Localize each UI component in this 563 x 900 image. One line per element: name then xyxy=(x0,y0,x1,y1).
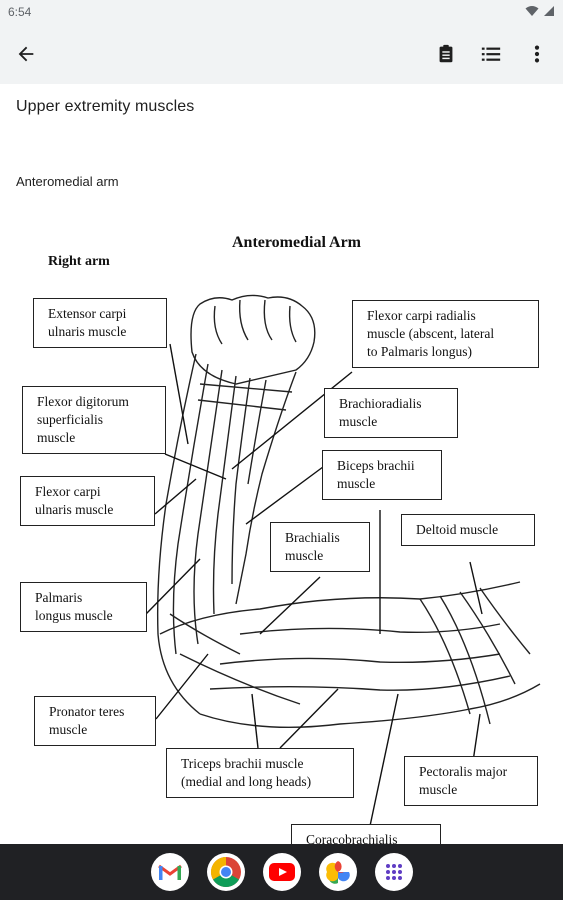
label-palmaris-longus: Palmaris longus muscle xyxy=(20,582,147,632)
gmail-icon xyxy=(157,864,182,880)
label-coracobrachialis: Coracobrachialis xyxy=(291,824,441,844)
document-title: Upper extremity muscles xyxy=(16,98,195,115)
back-button[interactable] xyxy=(6,34,46,74)
clipboard-button[interactable] xyxy=(426,34,466,74)
document-view[interactable]: Upper extremity muscles Anteromedial arm xyxy=(0,84,563,844)
list-button[interactable] xyxy=(471,34,511,74)
app-drawer-icon xyxy=(385,864,402,880)
section-title: Anteromedial arm xyxy=(16,174,119,189)
gmail-app[interactable] xyxy=(150,853,189,891)
chrome-app[interactable] xyxy=(206,853,245,891)
label-extensor-carpi-ulnaris: Extensor carpi ulnaris muscle xyxy=(33,298,167,348)
figure-title: Anteromedial Arm xyxy=(231,234,361,251)
figure-side-label: Right arm xyxy=(48,254,110,269)
label-pronator-teres: Pronator teres muscle xyxy=(34,696,156,746)
app-bar xyxy=(0,24,563,84)
label-brachialis: Brachialis muscle xyxy=(270,522,370,572)
label-flexor-carpi-radialis: Flexor carpi radialis muscle (abscent, l… xyxy=(352,300,539,368)
list-icon xyxy=(481,47,501,61)
label-triceps-brachii: Triceps brachii muscle (medial and long … xyxy=(166,748,354,798)
label-brachioradialis: Brachioradialis muscle xyxy=(324,388,458,438)
status-bar: 6:54 xyxy=(0,0,563,24)
wifi-icon xyxy=(525,6,539,16)
youtube-icon xyxy=(268,863,295,881)
label-pectoralis-major: Pectoralis major muscle xyxy=(404,756,538,806)
label-biceps-brachii: Biceps brachii muscle xyxy=(322,450,442,500)
photos-icon xyxy=(325,861,350,884)
more-vert-icon xyxy=(534,45,540,63)
chrome-icon xyxy=(210,857,241,888)
taskbar-dock xyxy=(0,844,563,900)
signal-icon xyxy=(544,6,554,16)
label-flexor-carpi-ulnaris: Flexor carpi ulnaris muscle xyxy=(20,476,155,526)
status-icons xyxy=(525,5,555,17)
status-time: 6:54 xyxy=(8,5,32,19)
more-options-button[interactable] xyxy=(517,34,557,74)
arrow-back-icon xyxy=(18,46,34,62)
anatomy-figure: Anteromedial Arm Right arm Extensor carp… xyxy=(0,214,563,844)
app-drawer[interactable] xyxy=(374,853,413,891)
youtube-app[interactable] xyxy=(262,853,301,891)
label-deltoid: Deltoid muscle xyxy=(401,514,535,546)
clipboard-icon xyxy=(439,44,453,63)
photos-app[interactable] xyxy=(318,853,357,891)
label-flexor-digitorum-superficialis: Flexor digitorum superficialis muscle xyxy=(22,386,166,454)
